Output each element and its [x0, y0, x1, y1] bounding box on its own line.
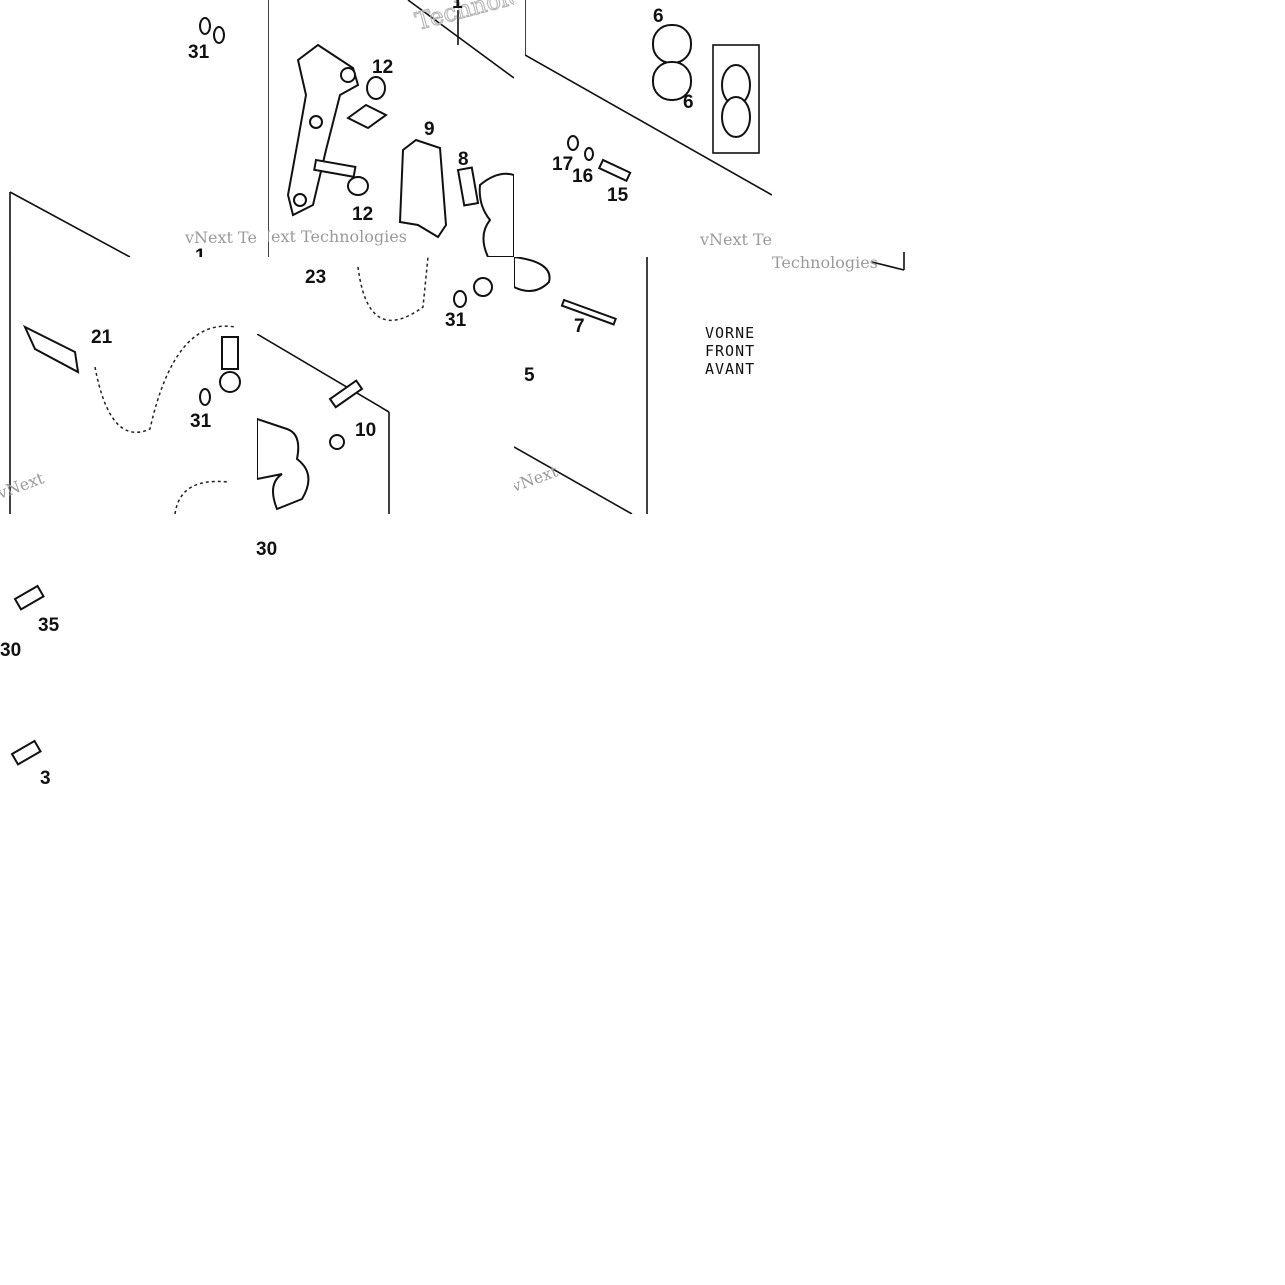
label-1: 1 [195, 246, 206, 257]
label-35-second: 35 [38, 615, 60, 636]
tile-middle-right-drawing: 7 5 vNext [514, 257, 648, 514]
washer-31 [199, 17, 211, 35]
caliper-body [478, 172, 514, 257]
label-23: 23 [305, 267, 326, 288]
seal-box [712, 44, 760, 154]
banjo-fitting [221, 336, 239, 370]
washer-17 [567, 135, 579, 151]
label-7: 7 [574, 316, 585, 337]
panel-edge [9, 191, 131, 257]
hose-fitting-21 [22, 324, 80, 374]
direction-label: VORNE FRONT AVANT [705, 324, 785, 378]
label-5: 5 [524, 365, 535, 386]
panel-edge-top [407, 0, 514, 79]
diagram-tile-middle-right: 7 5 vNext [514, 257, 771, 514]
banjo-bolt [473, 277, 493, 297]
diagram-tile-top-left: 31 vNext Technologies 1 [0, 0, 257, 257]
diagram-tile-top-right: 6 6 17 16 15 Technologies vNext Technolo… [525, 0, 772, 257]
slide-pin [313, 158, 357, 178]
diagram-tile-middle-left: 21 31 vNext [0, 257, 257, 514]
watermark-vnext: vNext [0, 468, 47, 503]
panel-edge [514, 446, 633, 514]
tile-lower-center-drawing: 10 35 [257, 334, 390, 514]
direction-label-fr: AVANT [705, 360, 756, 378]
label-12-lower: 12 [352, 204, 373, 225]
label-12: 12 [372, 57, 393, 78]
label-31: 31 [190, 411, 212, 432]
label-21: 21 [91, 327, 113, 348]
label-6: 6 [653, 6, 664, 27]
bushing-12-lower [347, 176, 369, 196]
diagram-tile-top-center: Technologies 1 12 12 9 8 vNext Technolog… [268, 0, 514, 257]
bracket-hole-lower [309, 115, 323, 129]
piston-6 [652, 24, 692, 64]
washer-31-second [213, 26, 225, 44]
brake-hose [94, 325, 236, 434]
tile-right-watermark: Technologies [772, 252, 905, 272]
diagram-tile-lower-center: 10 35 [257, 334, 514, 514]
piston-6-second [652, 61, 692, 101]
direction-label-en: FRONT [705, 342, 756, 360]
panel-edge [257, 334, 390, 413]
label-10: 10 [355, 420, 376, 441]
watermark-technologies: Technologies [772, 253, 878, 272]
caliper-body-lower [514, 257, 551, 292]
tile-top-center-drawing: Technologies 1 12 12 9 8 vNext Technolog… [268, 0, 514, 257]
watermark-vnext: vNext Technologies [184, 228, 257, 247]
banjo-bolt-35-lower [10, 739, 42, 766]
label-31: 31 [445, 310, 467, 331]
banjo-bolt [219, 371, 241, 393]
label-35-lower: 3 [40, 768, 51, 784]
banjo-bolt-35 [13, 584, 45, 611]
label-1-top: 1 [452, 0, 463, 13]
label-30-second: 30 [0, 640, 21, 661]
bleeder-10 [328, 379, 364, 409]
label-9: 9 [424, 119, 435, 140]
label-16: 16 [572, 166, 593, 187]
pad-spring [346, 103, 388, 130]
washer-31 [453, 290, 467, 308]
bolt-15 [597, 158, 632, 183]
bracket-hole [340, 67, 356, 83]
watermark-technologies-partial: vNext Technologies [268, 227, 407, 246]
diagram-tile-middle-center: 23 31 [268, 257, 514, 334]
watermark-vnext: vNext Technologies [699, 230, 772, 249]
washer-16 [584, 147, 594, 161]
tile-top-left-drawing: 31 vNext Technologies 1 [9, 17, 257, 257]
caliper-bracket [286, 43, 360, 217]
panel-edge [871, 261, 905, 271]
bushing-12 [366, 76, 386, 100]
brake-hose-lower [174, 480, 229, 514]
label-8: 8 [458, 149, 469, 170]
label-17: 17 [552, 154, 573, 175]
pad-retainer-8 [456, 166, 480, 207]
tile-lower-left-drawing: 35 30 35 30 3 [0, 539, 277, 784]
panel-edge [525, 54, 772, 196]
label-6-second: 6 [683, 92, 694, 113]
seal-ring-second [721, 96, 751, 138]
brake-hose-23 [357, 257, 429, 322]
caliper-body [257, 417, 310, 511]
washer-31 [199, 388, 211, 406]
watermark-vnext: vNext [514, 461, 561, 496]
label-15: 15 [607, 185, 629, 206]
tile-top-right-drawing: 6 6 17 16 15 Technologies vNext Technolo… [525, 0, 772, 249]
pin-7 [560, 298, 617, 326]
label-31: 31 [188, 42, 210, 63]
watermark-technologies: Technologies [412, 0, 514, 36]
direction-label-de: VORNE [705, 324, 756, 342]
tile-middle-center-drawing: 23 31 [305, 257, 493, 331]
diagram-tile-lower-left: 35 30 35 30 3 [0, 514, 320, 784]
bleeder-cap [329, 434, 345, 450]
label-30: 30 [256, 539, 277, 560]
brake-pad-9 [398, 138, 448, 239]
tile-middle-left-drawing: 21 31 vNext [0, 257, 241, 514]
bracket-hole-bottom [293, 193, 307, 207]
